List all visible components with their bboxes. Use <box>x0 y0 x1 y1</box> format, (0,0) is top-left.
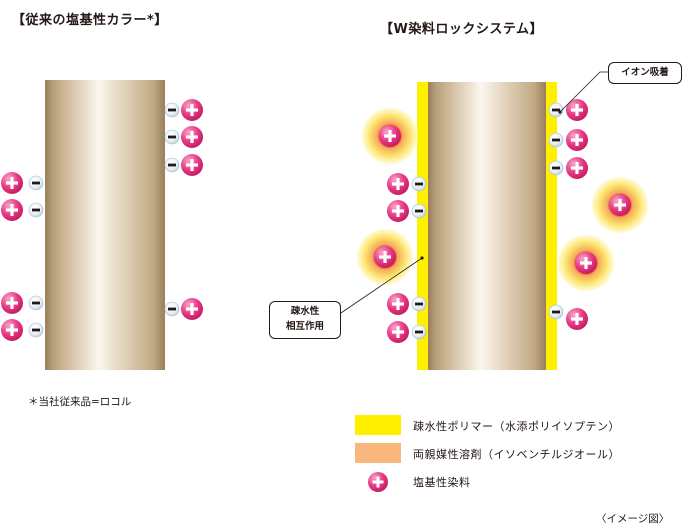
ion-adsorption-callout: イオン吸着 <box>608 62 682 84</box>
minus-icon <box>164 102 180 118</box>
minus-icon <box>411 203 427 219</box>
plus-icon <box>1 199 23 221</box>
leader-dot <box>558 110 562 114</box>
left-hair-strand <box>45 80 165 370</box>
legend-dye-icon <box>368 472 388 492</box>
legend-label-solvent: 両親媒性溶剤（イソベンチルジオール） <box>413 448 620 461</box>
leader-dot <box>420 256 424 260</box>
minus-icon <box>28 322 44 338</box>
solvated-dye-icon <box>362 108 418 164</box>
legend-label-dye: 塩基性染料 <box>413 476 471 489</box>
hydrophobic-leader <box>337 257 423 316</box>
legend-swatch-polymer <box>355 415 401 435</box>
minus-icon <box>548 160 564 176</box>
ion-adsorption-label: イオン吸着 <box>621 67 669 78</box>
plus-icon <box>181 126 203 148</box>
hydrophobic-interaction-callout: 疎水性 相互作用 <box>269 301 341 339</box>
ion-adsorption-leader <box>559 71 608 113</box>
right-hair-strand <box>428 82 546 370</box>
plus-icon <box>566 308 588 330</box>
plus-icon <box>181 99 203 121</box>
hydrophobic-label-line2: 相互作用 <box>285 321 324 332</box>
left-ion-pair-right-4 <box>164 298 203 320</box>
plus-icon <box>1 292 23 314</box>
image-note: 〈イメージ図〉 <box>596 513 670 525</box>
minus-icon <box>411 324 427 340</box>
solvated-dye-icon <box>357 229 413 285</box>
plus-icon <box>1 172 23 194</box>
left-ion-pair-left-1 <box>1 172 44 194</box>
minus-icon <box>28 295 44 311</box>
left-ion-pair-right-3 <box>164 154 203 176</box>
footnote: ＊当社従来品=ロコル <box>28 396 132 408</box>
legend-swatch-solvent <box>355 443 401 463</box>
left-ion-pair-right-1 <box>164 99 203 121</box>
solvated-dye-icon <box>558 235 614 291</box>
minus-icon <box>411 296 427 312</box>
minus-icon <box>411 176 427 192</box>
plus-icon <box>387 293 409 315</box>
plus-icon <box>566 129 588 151</box>
plus-icon <box>181 154 203 176</box>
plus-icon <box>387 173 409 195</box>
minus-icon <box>548 304 564 320</box>
plus-icon <box>387 321 409 343</box>
minus-icon <box>164 129 180 145</box>
left-title: 【従来の塩基性カラー*】 <box>12 13 168 28</box>
minus-icon <box>164 301 180 317</box>
left-ion-pair-left-4 <box>1 319 44 341</box>
left-ion-pair-left-2 <box>1 199 44 221</box>
right-title: 【W染料ロックシステム】 <box>380 22 543 37</box>
legend-label-polymer: 疎水性ポリマー（水添ポリイソプテン） <box>413 420 620 433</box>
minus-icon <box>548 102 564 118</box>
solvated-dye-icon <box>592 177 648 233</box>
minus-icon <box>548 132 564 148</box>
left-ion-pair-left-3 <box>1 292 44 314</box>
minus-icon <box>28 175 44 191</box>
minus-icon <box>164 157 180 173</box>
minus-icon <box>28 202 44 218</box>
left-ion-pair-right-2 <box>164 126 203 148</box>
plus-icon <box>387 200 409 222</box>
hydrophobic-label-line1: 疎水性 <box>290 306 320 317</box>
plus-icon <box>1 319 23 341</box>
plus-icon <box>181 298 203 320</box>
plus-icon <box>566 157 588 179</box>
